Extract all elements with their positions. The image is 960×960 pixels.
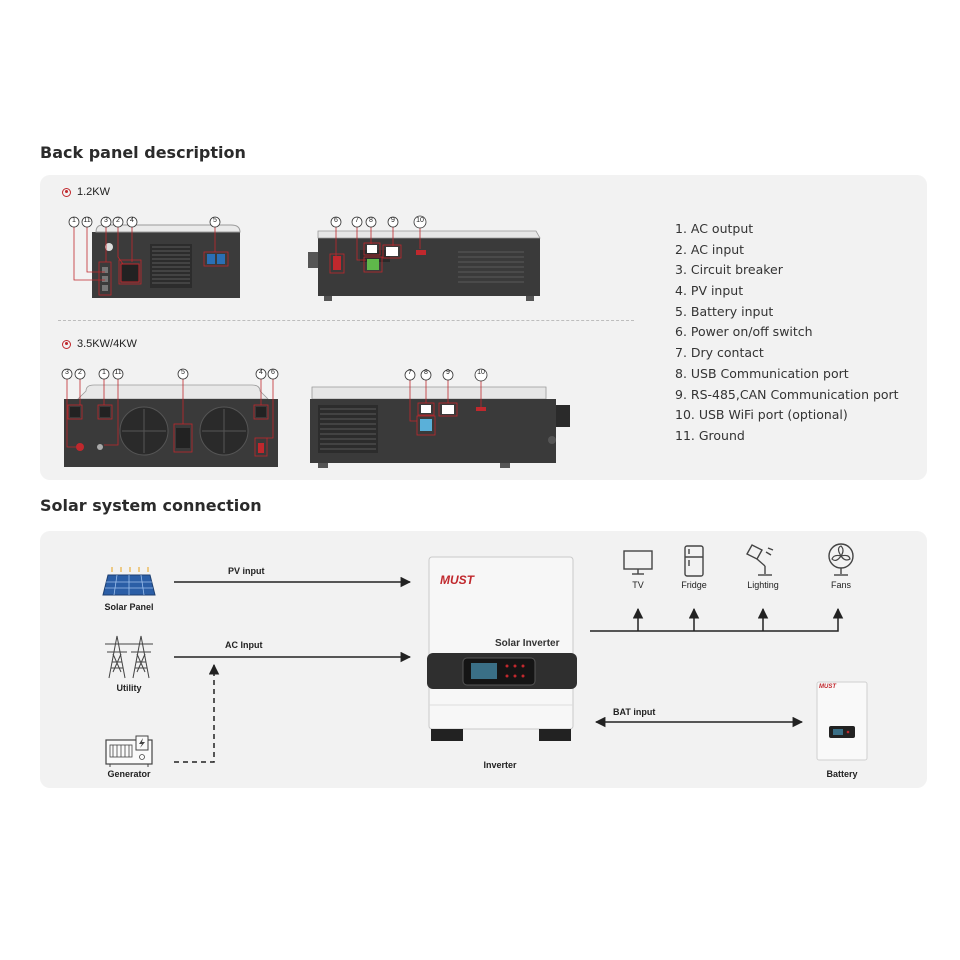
callout-1-2kw-front-11: 11 (83, 217, 91, 224)
model-option-3-5kw-4kw[interactable]: 3.5KW/4KW (62, 338, 137, 350)
legend-item: 11. Ground (675, 427, 745, 443)
load-fans-label: Fans (830, 580, 851, 590)
callout-3-5kw-front-6: 6 (271, 369, 275, 376)
fridge-icon (684, 545, 704, 577)
callout-1-2kw-front-3: 3 (104, 217, 108, 224)
callout-1-2kw-side-10: 10 (416, 217, 424, 224)
generator-dashed-arrow (174, 663, 220, 763)
callout-1-2kw-front-4: 4 (130, 217, 134, 224)
legend-item: 6. Power on/off switch (675, 324, 813, 340)
inverter-label: Inverter (483, 760, 517, 770)
port-legend: 1. AC output 2. AC input 3. Circuit brea… (675, 219, 899, 447)
battery-device-image (816, 681, 868, 761)
callout-3-5kw-side-7: 7 (408, 369, 412, 376)
generator-label: Generator (107, 769, 151, 779)
solar-panel-icon (102, 567, 156, 596)
load-fridge-label: Fridge (681, 580, 707, 590)
device-3-5kw-back-view (61, 368, 279, 467)
legend-item: 4. PV input (675, 283, 744, 299)
legend-item: 10. USB WiFi port (optional) (675, 407, 848, 423)
utility-tower-icon (105, 635, 153, 679)
battery-brand-logo: MUST (819, 684, 836, 690)
inverter-brand-logo: MUST (440, 573, 474, 587)
utility-label: Utility (116, 683, 142, 693)
legend-item: 7. Dry contact (675, 345, 764, 361)
generator-icon (105, 735, 153, 767)
load-tv-label: TV (632, 580, 644, 590)
callout-1-2kw-side-7: 7 (355, 217, 359, 224)
callout-3-5kw-front-4: 4 (259, 369, 263, 376)
callout-3-5kw-front-5: 5 (181, 369, 185, 376)
solar-connection-title: Solar system connection (40, 496, 262, 515)
callout-3-5kw-front-3: 3 (65, 369, 69, 376)
load-bus-line (590, 607, 844, 632)
lamp-icon (746, 544, 774, 576)
callout-3-5kw-front-11: 11 (114, 369, 122, 376)
model-option-1-2kw[interactable]: 1.2KW (62, 186, 110, 198)
bat-input-label: BAT input (613, 707, 656, 717)
callout-3-5kw-side-10: 10 (477, 369, 485, 376)
callout-1-2kw-front-5: 5 (213, 217, 217, 224)
inverter-product-text: Solar Inverter (495, 638, 560, 649)
model-label: 3.5KW/4KW (77, 338, 137, 350)
callout-1-2kw-side-8: 8 (369, 217, 373, 224)
model-divider (58, 320, 634, 321)
ac-input-label: AC Input (225, 640, 263, 650)
radio-icon (62, 187, 71, 197)
callout-1-2kw-side-9: 9 (391, 217, 395, 224)
callout-3-5kw-front-2: 2 (78, 369, 82, 376)
back-panel-title: Back panel description (40, 143, 246, 162)
legend-item: 2. AC input (675, 241, 745, 257)
load-lighting-label: Lighting (747, 580, 779, 590)
model-label: 1.2KW (77, 186, 111, 198)
legend-item: 8. USB Communication port (675, 365, 849, 381)
battery-label: Battery (826, 769, 858, 779)
fan-icon (828, 543, 854, 576)
callout-1-2kw-side-6: 6 (334, 217, 338, 224)
callout-1-2kw-front-1: 1 (72, 217, 76, 224)
radio-icon (62, 339, 71, 349)
device-3-5kw-side-view (310, 368, 570, 468)
solar-panel-label: Solar Panel (104, 602, 154, 612)
tv-icon (623, 550, 653, 575)
legend-item: 1. AC output (675, 221, 754, 236)
pv-input-label: PV input (228, 566, 265, 576)
legend-item: 9. RS-485,CAN Communication port (675, 386, 899, 402)
callout-3-5kw-side-9: 9 (446, 369, 450, 376)
inverter-device-image (427, 556, 577, 741)
callout-3-5kw-side-8: 8 (424, 369, 428, 376)
device-1-2kw-side-view (308, 215, 541, 301)
callout-1-2kw-front-2: 2 (116, 217, 120, 224)
legend-item: 3. Circuit breaker (675, 262, 783, 278)
callout-3-5kw-front-1: 1 (102, 369, 106, 376)
legend-item: 5. Battery input (675, 303, 774, 319)
device-1-2kw-back-view (68, 216, 241, 298)
